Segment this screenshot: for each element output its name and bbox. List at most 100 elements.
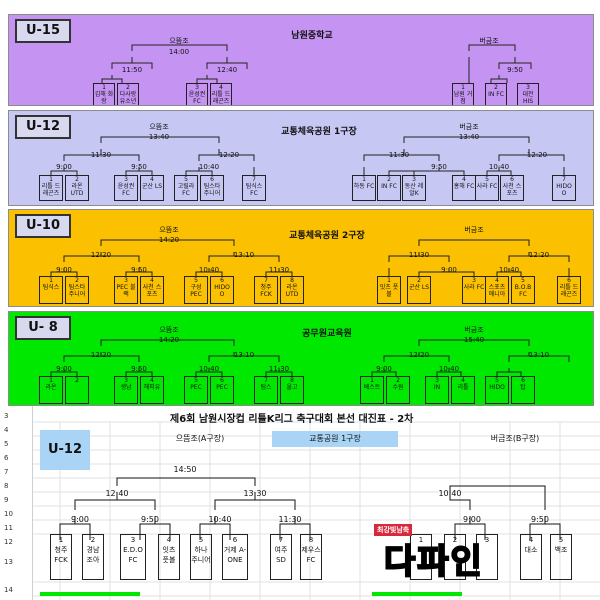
u15-sub-a2-time: 12:40 bbox=[216, 66, 238, 74]
u10-sub-a2-time: 9:50 bbox=[131, 266, 147, 274]
u8-group-b-time2: 12:20 bbox=[408, 351, 430, 359]
row-number: 7 bbox=[4, 468, 9, 476]
u10-group-b-time2: 11:30 bbox=[408, 251, 430, 259]
u8-sub-a2-time: 9:50 bbox=[131, 365, 147, 373]
sheet-semi-a1-time: 12:40 bbox=[105, 489, 129, 498]
u10-group-a-time3: 13:10 bbox=[233, 251, 255, 259]
sheet-r1-time: 9:00 bbox=[71, 515, 89, 524]
u10-group-a-time: 14:20 bbox=[158, 236, 180, 244]
spreadsheet-sheet: 3 4 5 6 7 8 9 10 11 12 13 14 제6회 남원시장컵 리… bbox=[0, 406, 600, 600]
sheet-team-box: 1 bbox=[410, 534, 432, 580]
u8-venue: 공무원교육원 bbox=[302, 329, 352, 339]
u12-group-b-time3: 12:20 bbox=[526, 151, 548, 159]
u8-group-a-time2: 12:20 bbox=[90, 351, 112, 359]
u10-band: U-10 교통체육공원 2구장 으뜸조 14:20 12:20 13:10 9:… bbox=[8, 209, 594, 307]
u12-group-a-time: 13:40 bbox=[148, 133, 170, 141]
u12-band: U-12 교통체육공원 1구장 으뜸조 13:40 11:30 12:20 9:… bbox=[8, 110, 594, 206]
row-number: 11 bbox=[4, 524, 13, 532]
u10-group-a-name: 으뜸조 bbox=[159, 226, 179, 234]
u8-sub-a4-time: 11:30 bbox=[268, 365, 290, 373]
u15-bracket-lines bbox=[101, 44, 532, 83]
u8-sub-a1-time: 9:00 bbox=[56, 365, 72, 373]
u15-sub-b2-time: 9:50 bbox=[507, 66, 523, 74]
sheet-final-a-time: 14:50 bbox=[173, 465, 197, 474]
sheet-final-b-time: 10:40 bbox=[438, 489, 462, 498]
row-number: 10 bbox=[4, 510, 13, 518]
row-number: 5 bbox=[4, 440, 9, 448]
sheet-r1-time: 11:30 bbox=[278, 515, 302, 524]
sheet-team-box: 2 bbox=[444, 534, 466, 580]
row-number: 4 bbox=[4, 426, 9, 434]
watermark-logo-text: 다파인 bbox=[383, 541, 484, 583]
u10-group-a-time2: 12:20 bbox=[90, 251, 112, 259]
u12-group-a-time2: 11:30 bbox=[90, 151, 112, 159]
u12-badge: U-12 bbox=[15, 115, 71, 139]
u12-group-b-time: 13:40 bbox=[458, 133, 480, 141]
sheet-u12-label: U-12 bbox=[40, 430, 90, 470]
row-number: 14 bbox=[4, 586, 13, 594]
u10-group-b-time3: 12:20 bbox=[528, 251, 550, 259]
u10-sub-a4-time: 11:30 bbox=[268, 266, 290, 274]
u15-group-a-time: 14:00 bbox=[168, 48, 190, 56]
u8-group-a-time: 14:20 bbox=[158, 336, 180, 344]
u10-bracket-lines bbox=[50, 239, 570, 276]
row-number: 8 bbox=[4, 482, 9, 490]
u8-badge: U- 8 bbox=[15, 316, 71, 340]
u10-group-b-name: 버금조 bbox=[464, 226, 484, 234]
u12-sub-a1-time: 9:00 bbox=[56, 163, 72, 171]
sheet-group-a-header: 으뜸조(A구장) bbox=[175, 434, 225, 443]
u8-sub-a3-time: 10:40 bbox=[198, 365, 220, 373]
u8-group-b-time3: 13:10 bbox=[528, 351, 550, 359]
u12-group-a-time3: 12:20 bbox=[218, 151, 240, 159]
row-number: 12 bbox=[4, 538, 13, 546]
u12-group-b-time2: 11:30 bbox=[388, 151, 410, 159]
u15-venue: 남원중학교 bbox=[291, 31, 333, 41]
u15-group-a-name: 으뜸조 bbox=[169, 37, 189, 45]
u8-band: U- 8 공무원교육원 으뜸조 14:20 12:20 13:10 9:00 9… bbox=[8, 311, 594, 406]
sheet-r1b-time: 9:50 bbox=[531, 515, 549, 524]
u12-sub-a2-time: 9:50 bbox=[131, 163, 147, 171]
row-number: 13 bbox=[4, 558, 13, 566]
row-number: 9 bbox=[4, 496, 9, 504]
u12-sub-b3-time: 10:40 bbox=[488, 163, 510, 171]
u12-sub-b2-time: 9:50 bbox=[431, 163, 447, 171]
